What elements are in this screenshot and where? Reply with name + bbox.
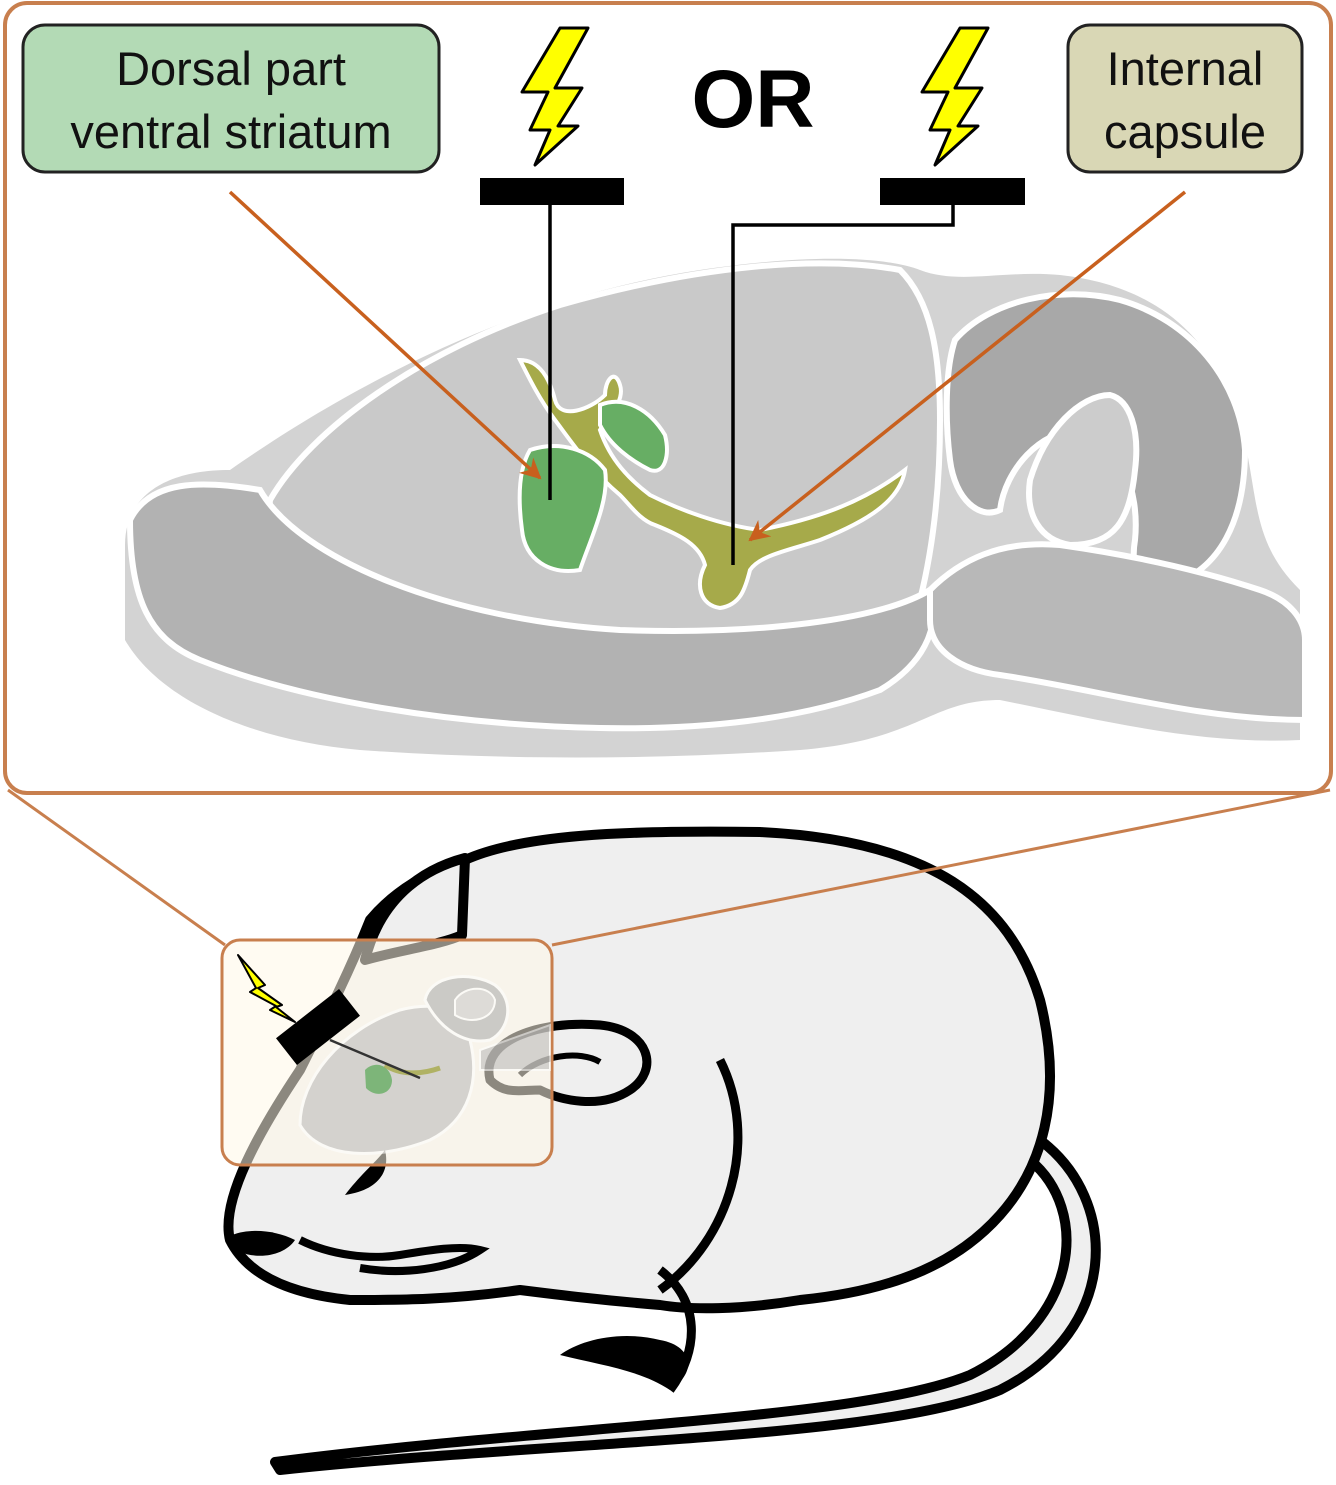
striatum-upper-lobe <box>598 399 669 473</box>
label-internal-capsule: Internal capsule <box>1066 23 1304 174</box>
lightning-bolt-icon-left <box>520 26 590 167</box>
electrode-wires <box>548 205 955 565</box>
label-box-dorsal <box>21 23 441 174</box>
cerebellum-inner <box>1026 391 1140 549</box>
lightning-bolt-icon-right <box>920 26 990 167</box>
mouse-back-contour <box>657 1057 743 1294</box>
ventral-region <box>126 481 937 732</box>
mouse-mouth <box>298 1236 490 1275</box>
mini-electrode-wire <box>329 1038 421 1080</box>
arrow-to-internal-capsule <box>748 190 1187 542</box>
internal-label-line1: Internal <box>1107 42 1264 95</box>
mouse-leg <box>657 1266 696 1393</box>
label-dorsal-ventral-striatum: Dorsal part ventral striatum <box>21 23 441 174</box>
mini-striatum <box>365 1064 392 1094</box>
brainstem <box>927 541 1308 724</box>
arrow-to-striatum <box>228 190 542 480</box>
mini-electrode-icon <box>276 988 360 1066</box>
dorsal-label-line1: Dorsal part <box>116 42 346 95</box>
brain-sagittal-section <box>125 258 1308 758</box>
mouse-front-paw <box>560 1335 689 1390</box>
mouse-nose <box>232 1230 295 1256</box>
zoom-connectors <box>7 788 1331 947</box>
mouse-tail <box>270 1135 1101 1475</box>
or-label: OR <box>692 54 815 145</box>
internal-capsule-tract <box>516 357 908 611</box>
head-inset <box>220 938 554 1167</box>
wire-right <box>731 205 955 565</box>
dorsal-label-line2: ventral striatum <box>70 105 391 158</box>
label-box-internal <box>1066 23 1304 174</box>
internal-label-line2: capsule <box>1104 105 1266 158</box>
connector-left <box>7 788 226 947</box>
electrode-icon-right <box>880 178 1025 205</box>
electrode-icon-left <box>480 178 624 205</box>
mini-lightning-bolt-icon <box>237 954 296 1023</box>
connector-right <box>551 788 1331 947</box>
